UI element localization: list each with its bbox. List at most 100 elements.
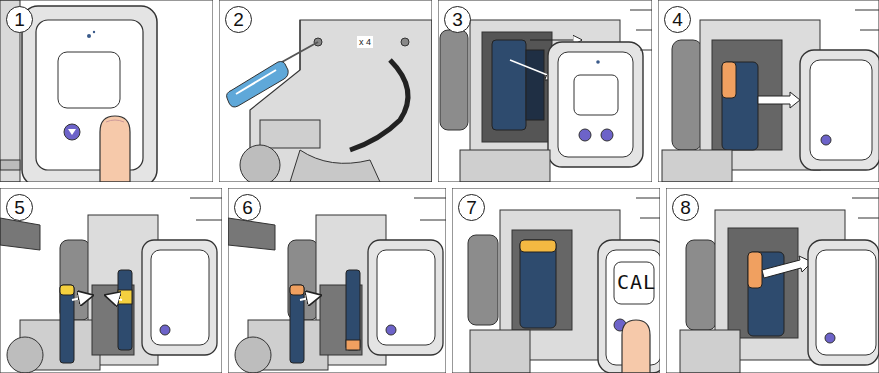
art-rect (748, 252, 762, 288)
art-line (300, 296, 318, 300)
step-number: 5 (14, 198, 25, 217)
step-number-circle: 8 (672, 194, 699, 221)
art-rect (526, 50, 544, 120)
art-line (236, 70, 276, 94)
art-rect (438, 0, 652, 182)
art-rect (290, 285, 304, 295)
art-path (68, 129, 76, 135)
step-4-illustration (658, 0, 879, 182)
art-rect (368, 240, 443, 355)
art-circle (579, 129, 591, 141)
step-number: 1 (14, 10, 25, 29)
art-path (852, 198, 879, 218)
art-circle (160, 325, 170, 335)
art-rect (468, 235, 498, 325)
art-rect (0, 188, 222, 373)
art-rect (598, 240, 660, 373)
art-path (630, 10, 652, 50)
art-rect (118, 290, 132, 304)
art-rect (22, 6, 157, 182)
art-rect (680, 330, 740, 373)
art-rect (662, 150, 732, 182)
step-number-circle: 1 (6, 6, 33, 33)
art-circle (7, 337, 43, 373)
art-rect (658, 0, 879, 182)
art-circle (240, 145, 280, 182)
art-rect (492, 40, 526, 130)
step-number-circle: 6 (234, 194, 261, 221)
step-7-illustration (452, 188, 660, 373)
art-circle (596, 60, 600, 64)
art-rect (722, 62, 736, 98)
art-rect (440, 30, 468, 130)
art-path (636, 198, 660, 218)
art-rect (810, 60, 872, 160)
art-rect (574, 75, 618, 115)
art-line (108, 296, 122, 300)
art-rect (672, 40, 702, 150)
step-number: 4 (672, 10, 683, 29)
art-path (228, 218, 275, 250)
art-rect (470, 330, 530, 373)
art-rect (142, 240, 217, 355)
step-3-illustration (438, 0, 652, 182)
art-rect (816, 250, 876, 355)
art-path (758, 92, 800, 108)
step-number: 2 (233, 10, 244, 29)
art-path (414, 198, 446, 220)
step-number: 7 (466, 198, 477, 217)
art-circle (87, 34, 91, 38)
step-number: 3 (452, 10, 463, 29)
art-rect (800, 50, 879, 170)
art-rect (377, 250, 435, 345)
display-text: CAL (617, 270, 656, 294)
art-rect (722, 62, 758, 150)
step-5-illustration (0, 188, 222, 373)
art-rect (228, 188, 446, 373)
step-1-illustration (0, 0, 213, 182)
art-rect (151, 250, 209, 345)
step-number-circle: 2 (225, 6, 252, 33)
art-rect (748, 252, 784, 336)
art-path (100, 116, 130, 182)
art-rect (482, 32, 552, 142)
art-rect (712, 40, 782, 150)
art-path (300, 20, 301, 70)
art-rect (219, 0, 432, 182)
step-number: 6 (242, 198, 253, 217)
art-rect (808, 240, 879, 365)
art-circle (386, 325, 396, 335)
art-path (762, 256, 812, 278)
art-circle (825, 333, 835, 343)
step-8-illustration (666, 188, 879, 373)
art-line (530, 39, 580, 40)
art-rect (118, 270, 132, 350)
art-circle (235, 337, 271, 373)
art-rect (58, 52, 120, 108)
art-rect (290, 285, 304, 363)
art-path (622, 320, 650, 373)
art-circle (601, 129, 613, 141)
art-rect (60, 285, 74, 295)
art-path (290, 150, 380, 182)
art-path (350, 60, 408, 150)
art-circle (821, 135, 831, 145)
step-6-illustration (228, 188, 446, 373)
art-rect (60, 285, 74, 363)
art-rect (520, 240, 556, 328)
step-number-circle: 3 (444, 6, 471, 33)
art-path (855, 10, 879, 30)
art-rect (460, 150, 550, 182)
art-rect (512, 230, 572, 330)
art-path (106, 120, 124, 122)
art-circle (93, 31, 95, 33)
art-rect (558, 52, 633, 157)
art-rect (686, 240, 716, 330)
art-path (227, 62, 289, 108)
step-number-circle: 5 (6, 194, 33, 221)
art-rect (548, 42, 643, 167)
art-rect (260, 120, 320, 148)
art-path (190, 198, 222, 220)
art-circle (64, 124, 80, 140)
